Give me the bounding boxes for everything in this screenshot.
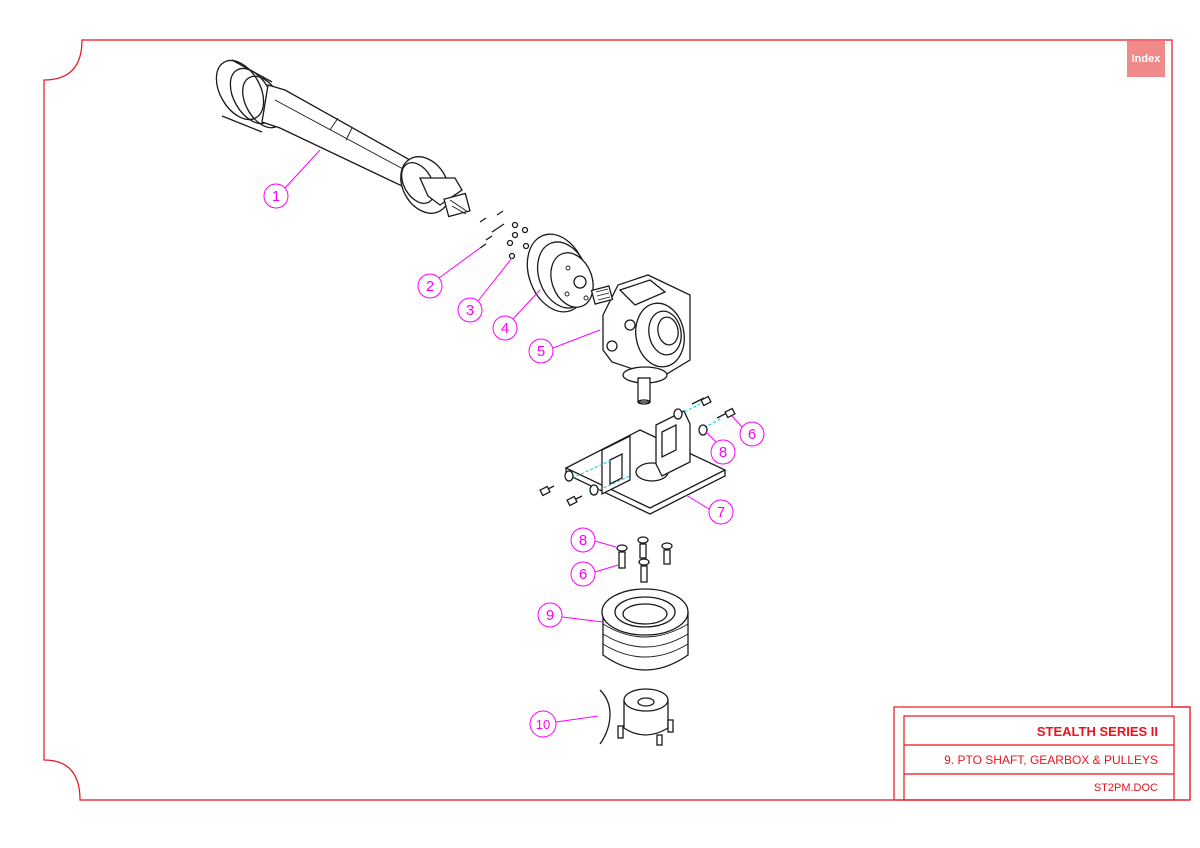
callout-7: 7 [685,494,734,525]
pulley-part [601,588,689,671]
callout-1: 1 [263,149,321,209]
callout-label: 8 [719,444,727,461]
callout-label: 7 [717,504,725,521]
callout-label: 3 [466,302,474,319]
document-number: ST2PM.DOC [1093,781,1158,794]
callout-label: 8 [579,532,587,549]
callout-8-upper: 8 [705,431,736,465]
callout-label: 4 [501,320,509,337]
callout-6-lower: 6 [570,561,619,587]
callout-label: 6 [579,566,587,583]
callout-9: 9 [537,602,604,628]
callout-label: 9 [546,607,554,624]
bolts-washers-part [479,210,530,260]
callout-4: 4 [492,289,541,341]
index-button[interactable]: Index [1127,41,1165,77]
mount-plate-part [539,395,736,515]
callout-3: 3 [457,257,513,323]
bushing-part [599,688,674,746]
drawing-title: STEALTH SERIES II [1036,723,1158,739]
hub-coupler-part [526,233,594,313]
callout-label: 2 [426,278,434,295]
callout-2: 2 [417,247,481,299]
callout-8-lower: 8 [570,527,617,553]
callout-label: 10 [536,717,550,732]
callout-label: 1 [272,188,280,205]
callout-10: 10 [529,710,599,738]
title-block-frame [893,706,1191,801]
callout-5: 5 [528,329,601,364]
callout-label: 6 [748,426,756,443]
gearbox-part [590,274,691,405]
pto-shaft-part [215,59,471,218]
callout-label: 5 [537,343,545,360]
callout-6-upper: 6 [731,415,765,447]
sheet-border [43,39,1191,801]
lower-bolts-part [616,536,673,583]
drawing-description: 9. PTO SHAFT, GEARBOX & PULLEYS [944,753,1158,767]
